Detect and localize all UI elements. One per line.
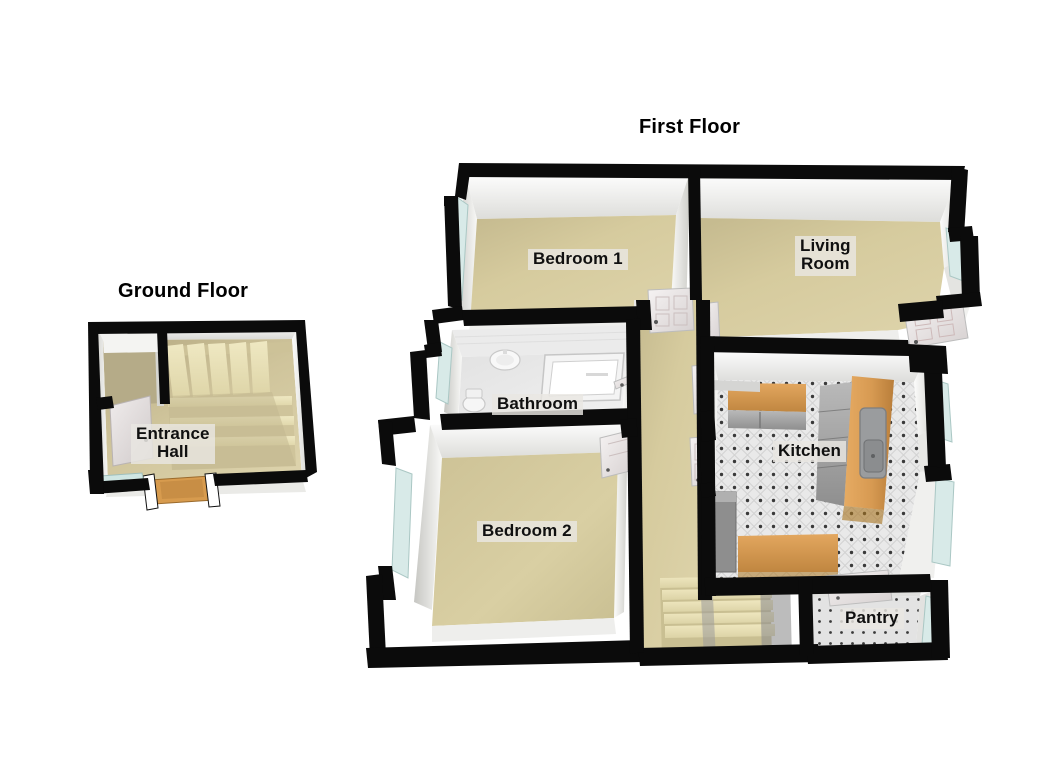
ground-floor-walls-outline [88, 320, 317, 494]
toilet [462, 388, 486, 413]
first-floor-title: First Floor [639, 116, 741, 138]
bedroom-1-door[interactable] [647, 287, 695, 334]
window-bedroom-2-left [391, 467, 413, 579]
kitchen-tall-unit [712, 380, 760, 392]
first-floor-walls-outline [366, 163, 982, 668]
window-bathroom-left [435, 341, 453, 405]
wash-basin [489, 349, 521, 371]
bath-tub [540, 352, 625, 403]
ground-floor-title: Ground Floor [118, 280, 249, 302]
kitchen-worktop-bottom [738, 534, 838, 578]
first-floor-room-bedroom-2 [414, 420, 628, 642]
kitchen-sink [859, 407, 887, 479]
